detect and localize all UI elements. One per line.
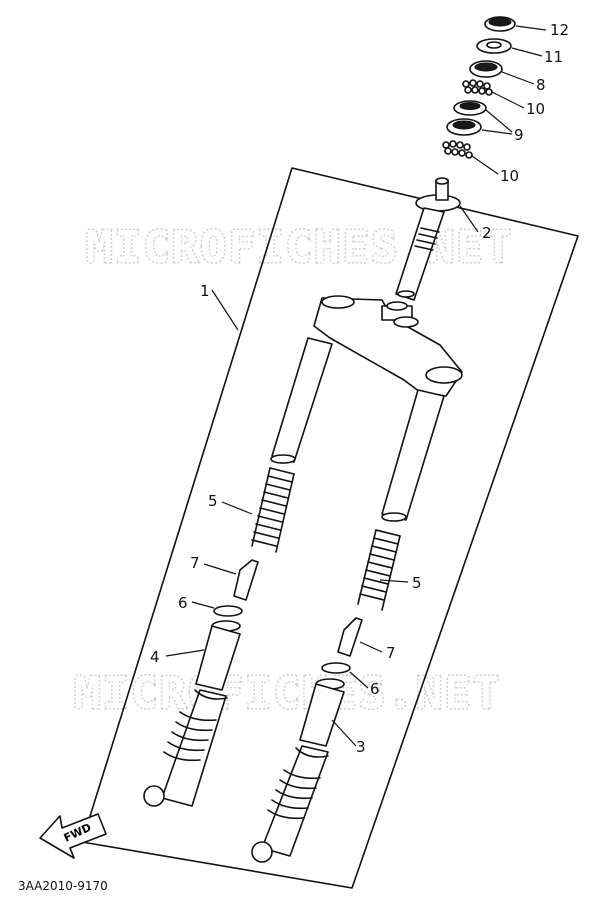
fork-spring-left xyxy=(251,467,295,553)
assembly-outline xyxy=(81,167,579,889)
callout-10-upper: 10 xyxy=(526,100,545,118)
steering-stem xyxy=(395,177,461,301)
damper-rod-piece-left xyxy=(233,559,259,601)
fork-spring-right xyxy=(357,529,401,611)
callout-1: 1 xyxy=(200,282,210,300)
bearing-cone-a xyxy=(453,100,487,116)
part-code: 3AA2010-9170 xyxy=(18,879,108,893)
inner-tube-left xyxy=(270,337,333,464)
under-bracket xyxy=(313,295,463,397)
callout-9: 9 xyxy=(514,126,524,144)
callout-5-right: 5 xyxy=(412,574,422,592)
callout-5-left: 5 xyxy=(208,492,218,510)
callout-6-left: 6 xyxy=(178,594,188,612)
ring-nut xyxy=(484,16,516,32)
fwd-arrow-icon: FWD xyxy=(39,813,107,859)
o-ring-left xyxy=(213,605,243,617)
callout-2: 2 xyxy=(482,224,492,242)
callout-4: 4 xyxy=(150,648,160,666)
outer-tube-left xyxy=(143,620,241,807)
watermark-bottom: MICROFICHES.NET xyxy=(74,668,501,719)
callout-7-right: 7 xyxy=(386,644,396,662)
leader-lines xyxy=(165,25,547,747)
bearing-race-upper xyxy=(469,60,503,78)
outer-tube-right xyxy=(251,678,345,863)
callout-6-right: 6 xyxy=(370,680,380,698)
ball-bearings-lower xyxy=(442,140,473,159)
callout-10-lower: 10 xyxy=(500,167,519,185)
o-ring-right xyxy=(321,662,351,674)
callout-11: 11 xyxy=(544,48,563,66)
ball-bearings-upper xyxy=(462,79,493,96)
inner-tube-right xyxy=(381,389,445,522)
washer xyxy=(476,38,512,54)
callout-3: 3 xyxy=(356,738,366,756)
bearing-cone-b xyxy=(446,118,482,136)
callout-7-left: 7 xyxy=(190,554,200,572)
damper-rod-piece-right xyxy=(337,617,363,657)
callout-12: 12 xyxy=(550,21,569,39)
callout-8: 8 xyxy=(536,76,546,94)
watermark-top: MICROFICHES.NET xyxy=(86,222,513,273)
